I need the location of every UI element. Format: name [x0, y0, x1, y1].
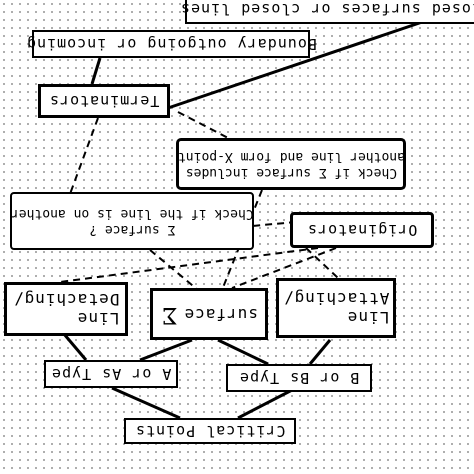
attaching-line-box: Line Attaching/ — [276, 278, 396, 338]
check-sigma-text: Check if Σ surface includes another line… — [178, 148, 405, 180]
edge-originators-sigma — [231, 247, 337, 289]
boundary-box: Boundary outgoing or incoming — [26, 30, 316, 58]
detaching-line-line-1: Line — [76, 309, 120, 328]
terminators-box: Terminators — [38, 84, 170, 118]
check-line-line-1: Σ surface ? — [88, 222, 176, 237]
edge-atype-detaching — [62, 333, 88, 361]
originators-label: Originators — [306, 221, 418, 239]
edge-terminators-checkline — [69, 117, 99, 195]
check-sigma-box: Check if Σ surface includes another line… — [176, 138, 406, 190]
critical-points-label: Critical Points — [134, 422, 286, 440]
attaching-line-text: Line Attaching/ — [283, 289, 389, 327]
edge-originators-checkline — [251, 221, 297, 227]
detaching-line-box: Line Detaching/ — [4, 282, 128, 336]
critical-points-box: Critical Points — [124, 418, 296, 444]
edge-boundary-terminators — [90, 57, 102, 85]
closed-surfaces-label: Closed surfaces or closed lines — [179, 0, 474, 18]
terminators-label: Terminators — [48, 92, 160, 110]
sigma-surface-text: surface Σ — [161, 302, 258, 327]
edge-terminators-checksigma — [177, 111, 233, 141]
check-sigma-line-1: Check if Σ surface includes — [185, 165, 397, 180]
originators-box: Originators — [290, 212, 434, 248]
check-line-text: Σ surface ? Check if the line is on anot… — [11, 205, 254, 237]
detaching-line-line-2: Detaching/ — [12, 290, 120, 309]
detaching-line-text: Line Detaching/ — [13, 290, 119, 328]
attaching-line-line-2: Attaching/ — [282, 289, 390, 308]
edge-originators-detaching — [59, 247, 319, 283]
edge-terminators-closed — [167, 12, 447, 110]
edge-btype-sigma — [217, 338, 269, 366]
closed-surfaces-box: Closed surfaces or closed lines — [180, 0, 474, 24]
check-sigma-line-2: another line and form X-point — [177, 149, 405, 164]
edge-checkline-sigma — [149, 249, 199, 291]
check-line-line-2: Check if the line is on another — [10, 206, 254, 221]
edge-critical-btype — [237, 386, 297, 420]
edge-btype-attaching — [308, 339, 332, 365]
attaching-line-line-1: Line — [346, 308, 390, 327]
check-line-box: Σ surface ? Check if the line is on anot… — [10, 192, 254, 250]
b-type-box: B or Bs Type — [226, 364, 372, 392]
a-type-box: A or As Type — [44, 360, 178, 388]
edge-critical-atype — [111, 386, 181, 420]
a-type-label: A or As Type — [50, 365, 172, 383]
edge-originators-attaching — [305, 247, 339, 279]
sigma-surface-box: surface Σ — [150, 288, 268, 340]
boundary-label: Boundary outgoing or incoming — [25, 35, 317, 53]
sigma-surface-word: surface — [183, 304, 258, 324]
edge-atype-sigma — [139, 338, 193, 362]
sigma-symbol: Σ — [160, 301, 178, 327]
b-type-label: B or Bs Type — [238, 369, 360, 387]
